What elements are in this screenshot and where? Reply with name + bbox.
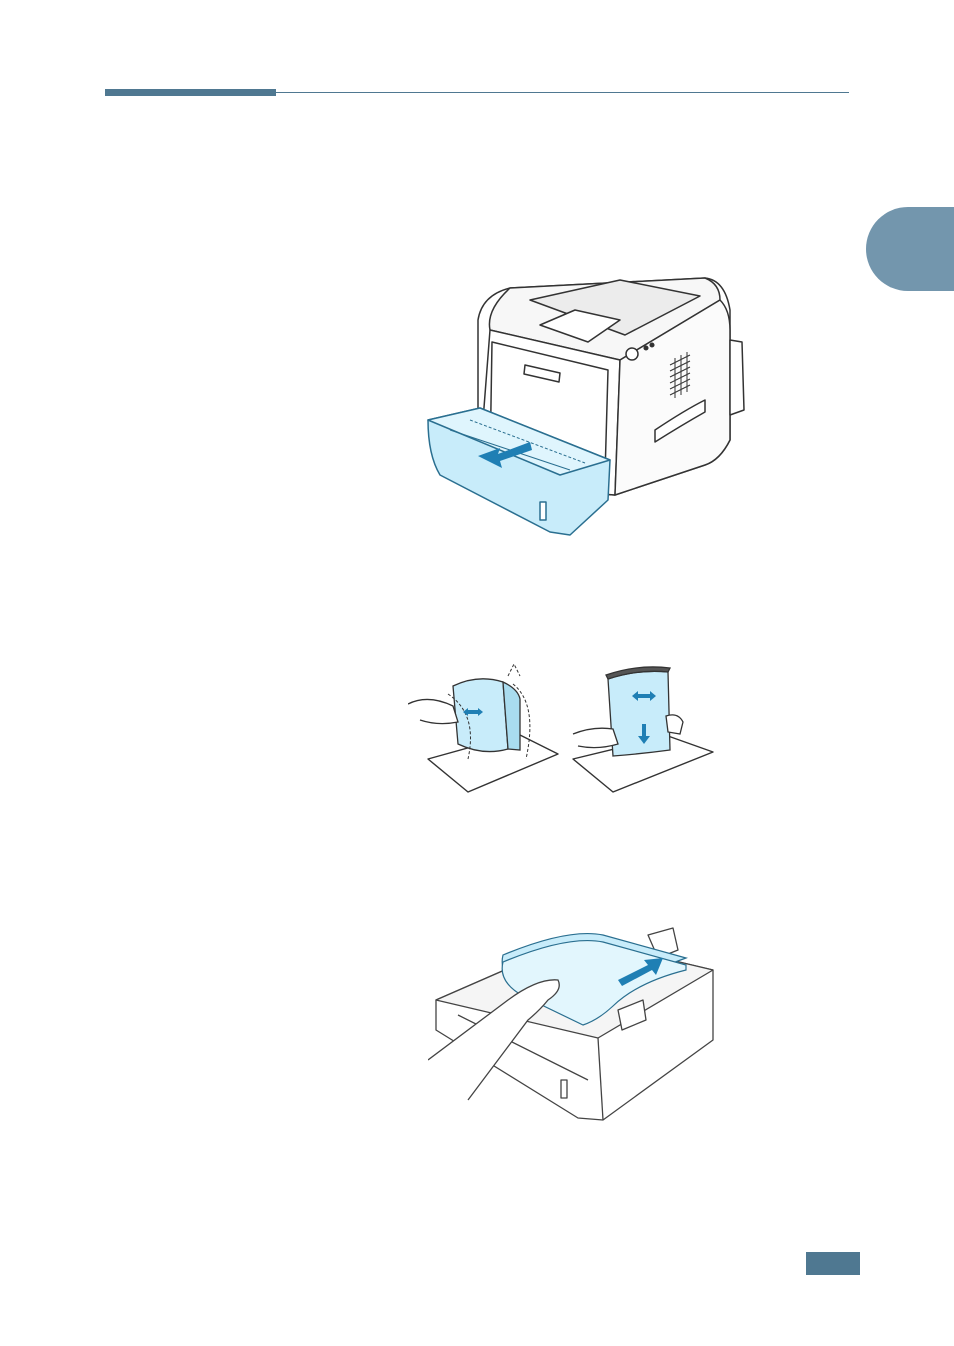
printer-with-open-tray-illustration bbox=[420, 270, 750, 540]
load-paper-figure bbox=[428, 920, 724, 1126]
printer-tray-figure bbox=[420, 270, 750, 540]
flex-paper-figure bbox=[408, 664, 718, 796]
flexing-paper-stack-illustration bbox=[408, 664, 718, 796]
header-rule-thick bbox=[105, 89, 276, 96]
chapter-tab bbox=[866, 207, 954, 291]
header-rule-thin bbox=[276, 92, 849, 93]
loading-paper-into-tray-illustration bbox=[428, 920, 724, 1126]
page-number-box bbox=[806, 1252, 860, 1275]
